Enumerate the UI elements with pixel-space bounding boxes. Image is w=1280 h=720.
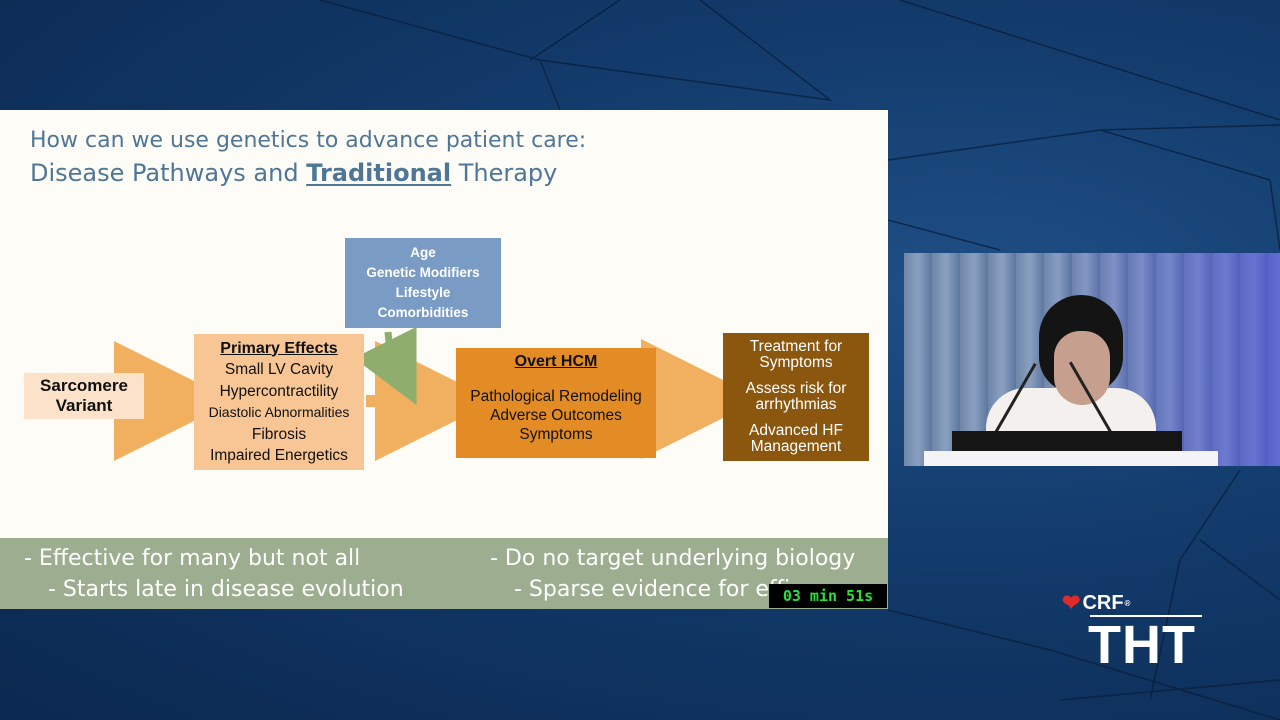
crf-logo-text: CRF	[1082, 591, 1124, 614]
primary-effect-item: Impaired Energetics	[210, 447, 348, 464]
slide-title: How can we use genetics to advance patie…	[30, 126, 586, 190]
overt-hcm-header: Overt HCM	[514, 353, 598, 370]
treatment-item: Advanced HF	[749, 422, 843, 439]
speaker-video-feed	[904, 253, 1280, 466]
slide-footer-band: - Effective for many but not all - Start…	[0, 538, 888, 609]
title-emphasis: Traditional	[306, 159, 452, 187]
title-part-b: Therapy	[451, 159, 558, 187]
slide-title-line2: Disease Pathways and Traditional Therapy	[30, 156, 586, 190]
sarcomere-line2: Variant	[55, 396, 113, 415]
speaker-face	[1054, 331, 1110, 405]
primary-effect-item: Diastolic Abnormalities	[208, 404, 350, 420]
primary-effect-item: Small LV Cavity	[224, 361, 334, 378]
podium	[952, 431, 1182, 453]
podium-top	[924, 451, 1218, 466]
modifier-item: Comorbidities	[377, 305, 469, 320]
treatment-item: Symptoms	[759, 354, 833, 371]
modifiers-box: Age Genetic Modifiers Lifestyle Comorbid…	[345, 238, 501, 328]
heart-icon: ❤	[1062, 590, 1081, 615]
logo-divider	[1090, 615, 1202, 617]
tht-logo-text: THT	[1088, 615, 1196, 675]
title-part-a: Disease Pathways and	[30, 159, 307, 187]
footer-left-line1: - Effective for many but not all	[24, 546, 361, 571]
footer-right-line1: - Do no target underlying biology	[490, 546, 856, 571]
treatment-item: Management	[750, 438, 842, 455]
treatment-item: arrhythmias	[755, 396, 837, 413]
slide-title-line1: How can we use genetics to advance patie…	[30, 128, 587, 153]
primary-effects-box: Primary Effects Small LV Cavity Hypercon…	[194, 334, 364, 470]
registered-mark: ®	[1124, 598, 1131, 608]
footer-left-line2: - Starts late in disease evolution	[48, 577, 404, 602]
modifier-item: Age	[410, 245, 436, 260]
treatment-item: Assess risk for	[745, 380, 847, 397]
modifier-item: Genetic Modifiers	[366, 265, 480, 280]
modifier-item: Lifestyle	[395, 285, 451, 300]
sarcomere-variant-box: Sarcomere Variant	[24, 373, 144, 419]
treatment-item: Treatment for	[749, 338, 843, 355]
footer-right-line2: - Sparse evidence for effi	[514, 577, 791, 602]
arrow-modifiers-to-flow	[353, 326, 417, 406]
overt-hcm-item: Pathological Remodeling	[470, 388, 642, 405]
overt-hcm-item: Symptoms	[519, 426, 593, 443]
presentation-slide: How can we use genetics to advance patie…	[0, 110, 888, 609]
overt-hcm-item: Adverse Outcomes	[490, 407, 622, 424]
sarcomere-line1: Sarcomere	[40, 376, 128, 395]
overt-hcm-box: Overt HCM Pathological Remodeling Advers…	[456, 348, 656, 458]
primary-effects-header: Primary Effects	[220, 339, 338, 357]
primary-effect-item: Fibrosis	[251, 425, 307, 443]
treatment-box: Treatment for Symptoms Assess risk for a…	[723, 333, 869, 461]
countdown-timer: 03 min 51s	[769, 584, 887, 608]
crf-logo: ❤ CRF ®	[1062, 590, 1130, 616]
primary-effect-item: Hypercontractility	[219, 382, 339, 400]
